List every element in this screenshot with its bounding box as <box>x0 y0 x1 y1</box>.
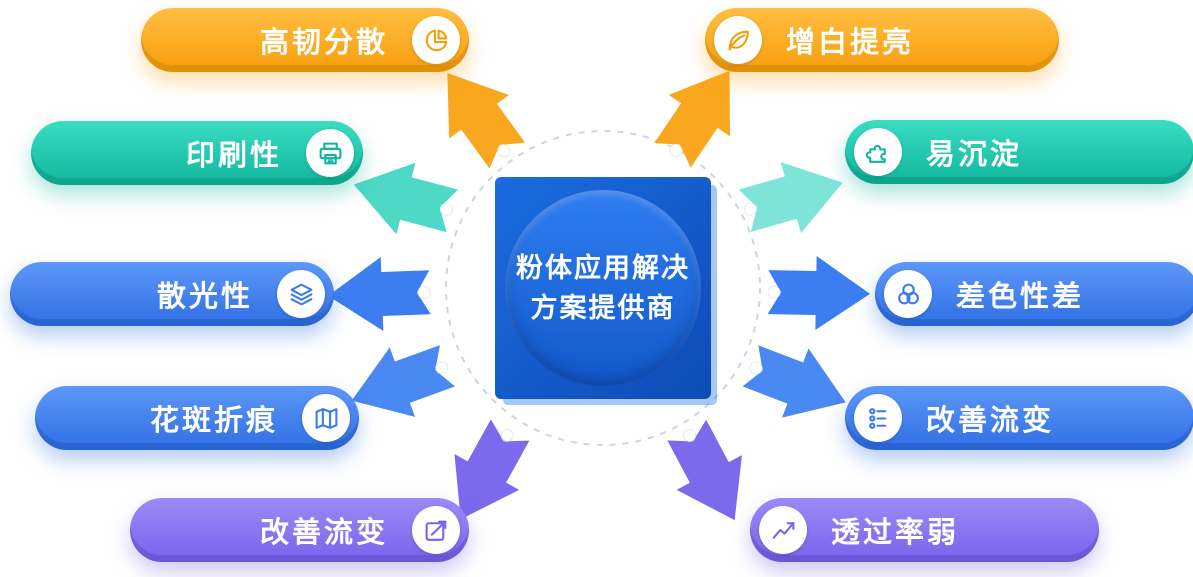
pill-sanguangxing: 散光性 <box>10 262 334 326</box>
dashed-ring <box>445 130 761 446</box>
arrow-lower-right <box>742 345 846 418</box>
pill-touguolv-ruo: 透过率弱 <box>750 498 1099 562</box>
printer-icon <box>306 129 354 177</box>
arrow-upper-right <box>738 161 843 234</box>
pill-label: 改善流变 <box>926 405 1055 437</box>
pill-label: 散光性 <box>156 281 253 313</box>
ring-dot <box>749 361 763 375</box>
arrow-top-left <box>447 73 526 169</box>
center-title-line2: 方案提供商 <box>530 293 676 323</box>
arrow-top-right <box>654 70 730 168</box>
ring-dot <box>683 428 697 442</box>
pill-yichendian: 易沉淀 <box>845 120 1193 184</box>
arrow-mid-left <box>328 256 431 331</box>
trend-box-icon <box>412 506 460 554</box>
arrow-upper-left <box>353 162 458 235</box>
ring-dot <box>435 361 449 375</box>
overlap-circles-icon <box>884 270 932 318</box>
pill-label: 透过率弱 <box>831 517 960 549</box>
pill-gaishan-liubian-right: 改善流变 <box>845 386 1193 450</box>
pill-gaishan-liubian-left: 改善流变 <box>130 498 469 562</box>
center-circle: 粉体应用解决 方案提供商 <box>505 190 701 386</box>
pill-label: 花斑折痕 <box>149 405 278 437</box>
ring-dot <box>743 202 757 216</box>
arrow-bottom-right <box>667 419 742 521</box>
pill-label: 改善流变 <box>259 517 388 549</box>
line-chart-icon <box>759 506 807 554</box>
ring-dot <box>439 202 453 216</box>
puzzle-icon <box>854 128 902 176</box>
ring-dot <box>767 285 781 299</box>
layers-icon <box>277 270 325 318</box>
arrow-lower-left <box>351 345 456 417</box>
arrow-mid-right <box>767 255 870 330</box>
pill-label: 易沉淀 <box>926 139 1023 171</box>
pie-chart-icon <box>412 16 460 64</box>
bullet-list-icon <box>854 394 902 442</box>
ring-dot <box>500 428 514 442</box>
pill-label: 差色性差 <box>956 281 1085 313</box>
pill-yinshuaxing: 印刷性 <box>31 121 363 185</box>
folded-map-icon <box>302 394 350 442</box>
center-badge: 粉体应用解决 方案提供商 <box>495 177 711 399</box>
center-title-line1: 粉体应用解决 <box>516 252 690 283</box>
ring-dot <box>417 285 431 299</box>
pill-label: 高韧分散 <box>259 27 388 59</box>
pill-label: 增白提亮 <box>786 27 915 59</box>
leaf-icon <box>714 16 762 64</box>
pill-gaoren-fensan: 高韧分散 <box>141 8 469 72</box>
ring-dot <box>669 143 683 157</box>
pill-label: 印刷性 <box>185 140 282 172</box>
pill-zengbai-tiliang: 增白提亮 <box>705 8 1059 72</box>
arrow-bottom-left <box>454 419 530 520</box>
pill-chasexing-cha: 差色性差 <box>875 262 1193 326</box>
pill-huaban-zhehen: 花斑折痕 <box>35 386 359 450</box>
ring-dot <box>497 144 511 158</box>
